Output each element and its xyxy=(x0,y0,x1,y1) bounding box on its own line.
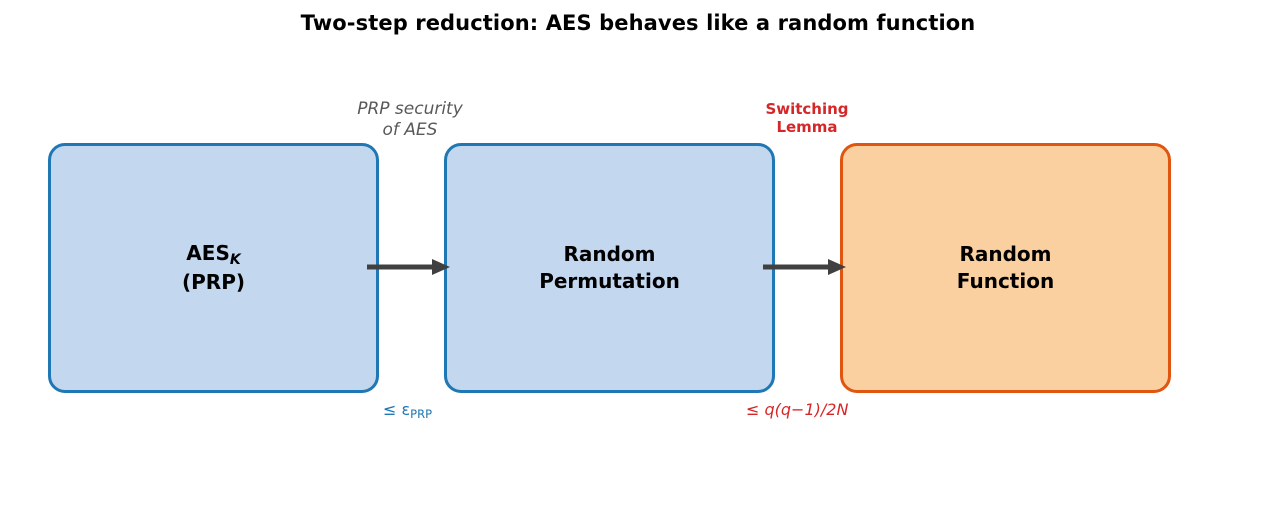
arrow-random-permutation-to-random-function xyxy=(763,259,846,275)
bound-switching-expression: q(q−1)/2N xyxy=(764,400,849,419)
stage-box-aes-prp-label: AESK (PRP) xyxy=(182,240,245,297)
stage-box-aes-prp: AESK (PRP) xyxy=(48,143,379,393)
edge-label-switching-lemma-line2: Lemma xyxy=(776,118,838,137)
edge-label-prp-security-line2: of AES xyxy=(382,119,438,140)
bound-label-switching-lemma: ≤ q(q−1)/2N xyxy=(746,400,848,419)
stage-box-random-permutation-label: Random Permutation xyxy=(539,241,680,295)
random-function-line2: Function xyxy=(956,269,1055,293)
random-permutation-line2: Permutation xyxy=(539,269,680,293)
aes-label-subscript: K xyxy=(229,251,241,268)
bound-prp-subscript: PRP xyxy=(410,406,433,421)
bound-switching-relation: ≤ xyxy=(746,400,760,419)
random-function-line1: Random xyxy=(959,242,1052,266)
stage-box-random-function: Random Function xyxy=(840,143,1171,393)
page-title: Two-step reduction: AES behaves like a r… xyxy=(300,11,976,35)
edge-label-prp-security: PRP security of AES xyxy=(310,99,510,140)
bound-prp-epsilon: ε xyxy=(401,400,411,419)
edge-label-prp-security-line1: PRP security xyxy=(357,99,463,119)
arrow-aes-to-random-permutation xyxy=(367,259,450,275)
stage-box-random-permutation: Random Permutation xyxy=(444,143,775,393)
random-permutation-line1: Random xyxy=(563,242,656,266)
edge-label-switching-lemma-line1: Switching xyxy=(765,100,849,118)
bound-prp-relation: ≤ xyxy=(383,400,397,419)
aes-label-line2: (PRP) xyxy=(182,270,245,295)
bound-label-prp-security: ≤ εPRP xyxy=(383,400,432,421)
aes-label-main: AES xyxy=(186,240,230,265)
stage-box-random-function-label: Random Function xyxy=(957,241,1054,295)
edge-label-switching-lemma: Switching Lemma xyxy=(707,100,907,137)
